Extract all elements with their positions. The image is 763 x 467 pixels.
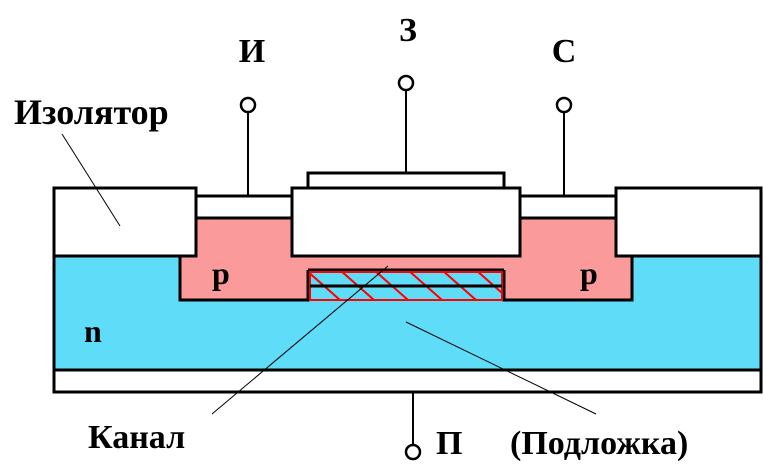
p-region-left-label: p — [212, 255, 230, 291]
insulator-block-left — [52, 186, 198, 258]
p-region-left — [178, 216, 310, 302]
drain-label: С — [552, 33, 577, 70]
insulator-label: Изолятор — [14, 92, 169, 132]
insulator-block-right — [614, 186, 763, 258]
n-region-label: n — [84, 313, 102, 349]
source-contact — [194, 194, 294, 220]
gate-label: З — [399, 12, 417, 49]
p-region-right — [502, 216, 634, 302]
drain-contact — [518, 194, 618, 220]
substrate-terminal-icon — [404, 443, 422, 461]
substrate-name-label: (Подложка) — [510, 425, 688, 462]
insulator-pointer — [61, 133, 121, 227]
source-terminal-icon — [239, 96, 257, 114]
drain-terminal-icon — [555, 96, 573, 114]
p-region-right-label: p — [580, 255, 598, 291]
gate-oxide — [290, 186, 522, 258]
channel-label: Канал — [88, 419, 185, 456]
substrate-pointer — [405, 321, 597, 415]
source-label: И — [239, 33, 265, 70]
gate-electrode — [306, 171, 506, 190]
channel-pointer — [211, 265, 389, 415]
gate-terminal-icon — [397, 74, 415, 92]
substrate-terminal-label: П — [436, 425, 462, 462]
substrate-contact-layer — [52, 368, 763, 394]
